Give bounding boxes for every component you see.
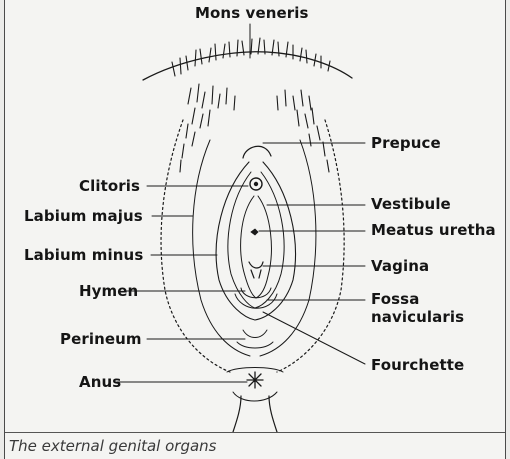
label-hymen: Hymen — [79, 282, 139, 300]
label-anus: Anus — [79, 373, 122, 391]
label-labium-majus: Labium majus — [24, 207, 143, 225]
anatomical-diagram — [116, 23, 366, 433]
meatus-shape — [250, 228, 259, 236]
labium-majus-outline — [160, 119, 231, 373]
caption-divider — [5, 432, 505, 433]
label-mons-veneris: Mons veneris — [195, 4, 309, 22]
figure-panel: Mons veneris Prepuce Clitoris Vestibule … — [4, 0, 506, 459]
label-fourchette: Fourchette — [371, 356, 465, 374]
labium-minus-outline — [215, 161, 296, 321]
vagina-opening — [248, 261, 264, 279]
label-prepuce: Prepuce — [371, 134, 441, 152]
label-navicularis: navicularis — [371, 308, 465, 326]
leader-fourchette — [262, 311, 366, 365]
label-labium-minus: Labium minus — [24, 246, 144, 264]
clitoris-shape — [249, 177, 263, 191]
label-meatus-uretha: Meatus uretha — [371, 221, 496, 239]
label-perineum: Perineum — [60, 330, 142, 348]
anus-shape — [246, 371, 264, 389]
label-fossa: Fossa — [371, 290, 420, 308]
pubic-hair-strokes — [171, 37, 331, 173]
label-vestibule: Vestibule — [371, 195, 451, 213]
figure-caption: The external genital organs — [9, 437, 217, 455]
leader-lines — [116, 23, 366, 383]
label-vagina: Vagina — [371, 257, 430, 275]
mons-hairline — [142, 51, 353, 81]
vestibule-outline — [240, 195, 272, 299]
prepuce-outline — [242, 145, 272, 159]
label-clitoris: Clitoris — [79, 177, 141, 195]
